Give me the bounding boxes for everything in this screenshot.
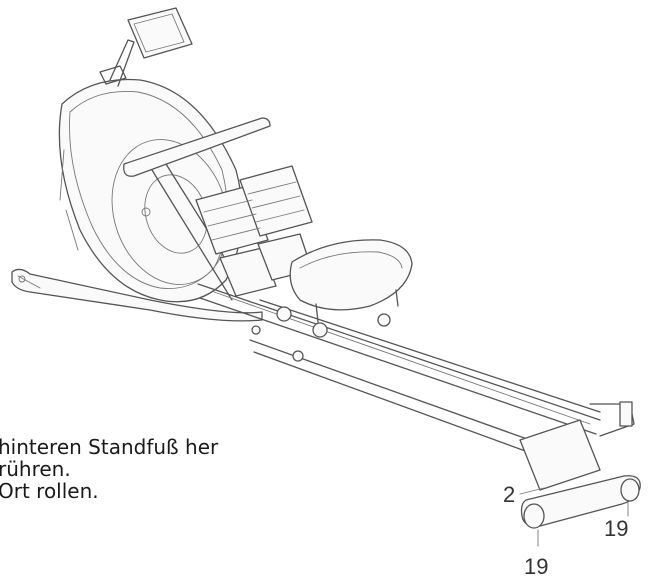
part-number-19-right-label: 19 [604, 516, 629, 541]
part-number-19-bottom-label: 19 [524, 554, 549, 579]
instruction-line-2: rühren. [0, 457, 71, 481]
seat [251, 239, 413, 362]
rear-stabilizer [519, 419, 641, 547]
instruction-line-3: Ort rollen. [0, 479, 99, 503]
handlebar [123, 117, 271, 177]
part-number-2-label: 2 [503, 482, 516, 507]
front-stabilizer [11, 268, 263, 322]
console [99, 7, 193, 87]
footrests [195, 165, 313, 297]
instruction-line-1: hinteren Standfuß her [0, 435, 219, 459]
flywheel-housing [58, 78, 243, 303]
